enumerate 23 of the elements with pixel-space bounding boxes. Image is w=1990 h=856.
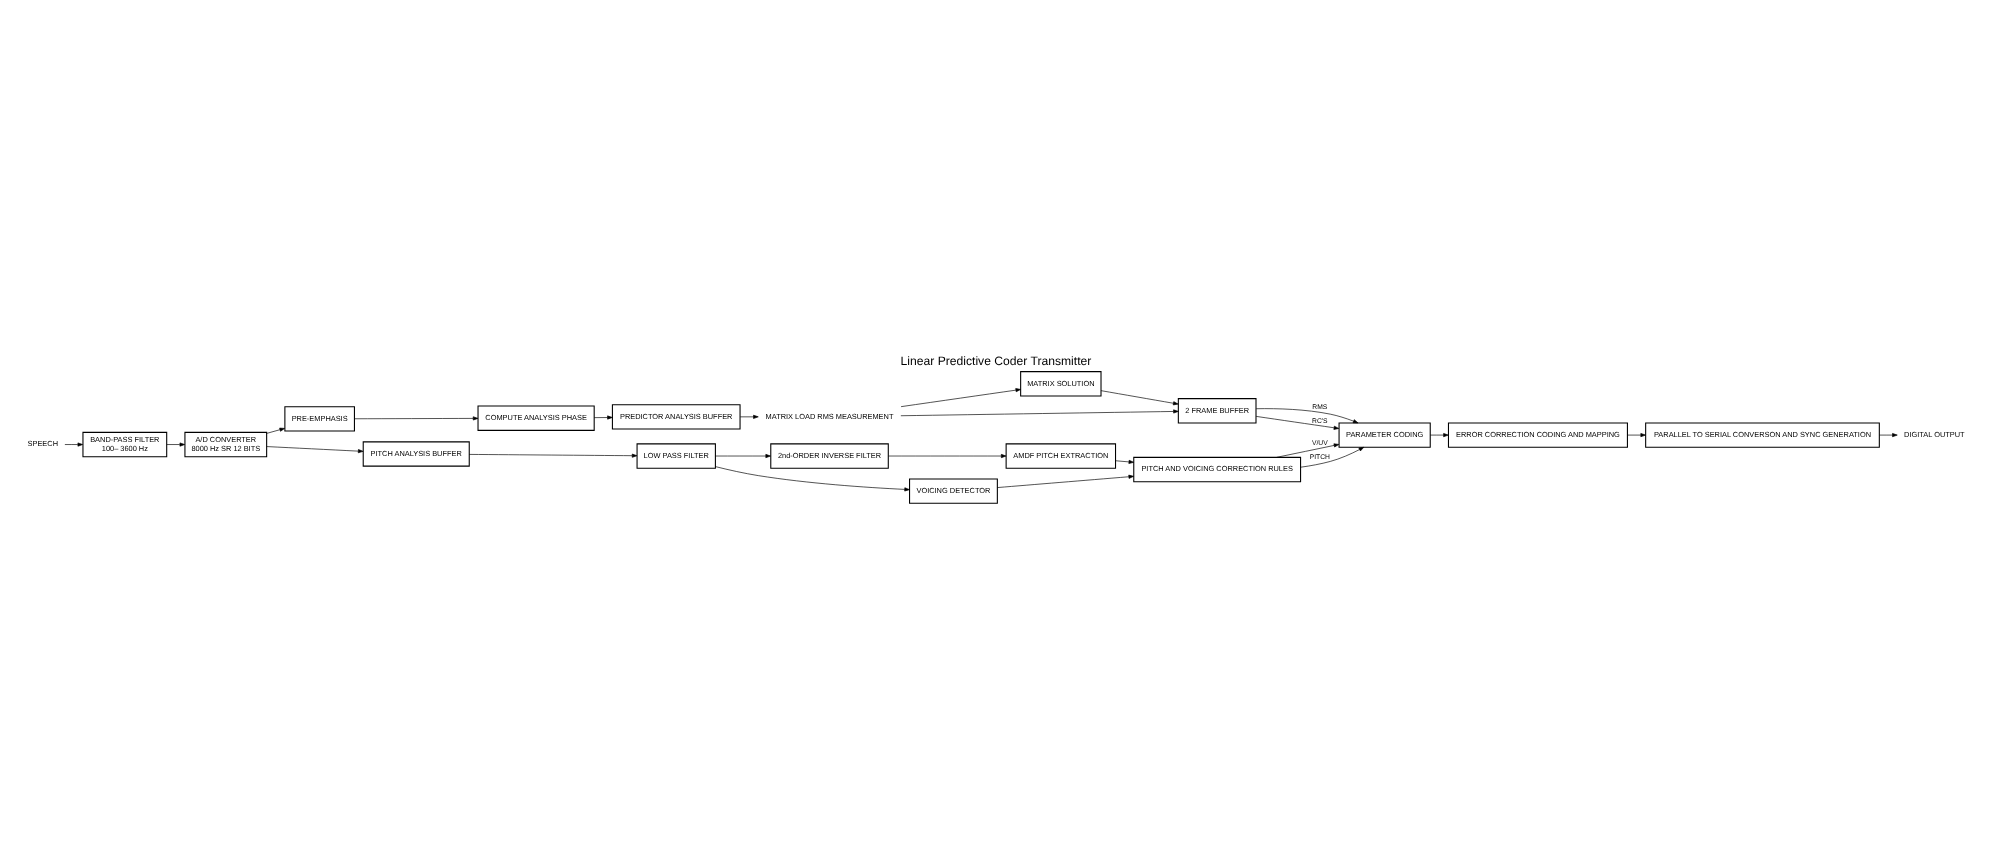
arrow bbox=[353, 416, 478, 421]
arrow bbox=[714, 466, 909, 492]
arrow bbox=[899, 388, 1020, 407]
arrow bbox=[714, 454, 770, 458]
arrow bbox=[165, 442, 184, 447]
arrow bbox=[1428, 433, 1448, 438]
arrow bbox=[467, 453, 637, 458]
arrow bbox=[1878, 433, 1897, 438]
arrow bbox=[1099, 390, 1178, 406]
arrow bbox=[1114, 459, 1134, 464]
arrow bbox=[996, 474, 1133, 488]
arrow bbox=[1626, 433, 1645, 438]
arrow bbox=[63, 442, 82, 447]
arrow bbox=[1254, 408, 1358, 424]
arrow bbox=[265, 427, 284, 434]
arrow bbox=[887, 454, 1006, 458]
arrow bbox=[899, 409, 1178, 417]
arrow bbox=[1299, 446, 1364, 468]
arrow bbox=[265, 446, 363, 454]
arrow bbox=[1275, 443, 1339, 458]
arrow bbox=[738, 414, 758, 419]
arrow bbox=[592, 415, 612, 420]
arrow bbox=[1254, 416, 1339, 430]
